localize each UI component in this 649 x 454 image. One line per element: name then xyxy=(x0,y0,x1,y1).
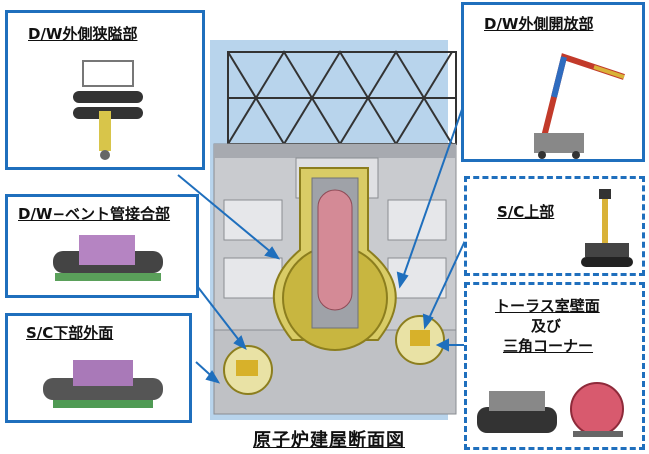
pointer-arrows xyxy=(177,97,471,384)
panel-dw-vent-joint: D/W−ベント管接合部 xyxy=(5,194,199,298)
label-sc-lower-outer: S/C下部外面 xyxy=(26,324,114,342)
panel-sc-upper: S/C上部 xyxy=(464,176,645,276)
robot-crawler-arm-icon xyxy=(73,60,143,160)
panel-dw-outer-narrow: D/W外側狭隘部 xyxy=(5,10,205,170)
label-dw-outer-narrow: D/W外側狭隘部 xyxy=(28,25,138,43)
panel-torus-wall: トーラス室壁面 及び 三角コーナー xyxy=(464,282,645,450)
panel-sc-lower-outer: S/C下部外面 xyxy=(5,313,192,423)
label-sc-upper: S/C上部 xyxy=(497,203,555,221)
robot-crawler-and-submersible-icon xyxy=(477,382,624,437)
label-torus-wall-line2: 及び xyxy=(531,317,562,335)
label-dw-outer-open: D/W外側開放部 xyxy=(484,15,594,33)
robot-mast-vehicle-icon xyxy=(581,189,633,267)
pressure-vessel xyxy=(317,189,353,311)
label-torus-wall-line3: 三角コーナー xyxy=(503,337,594,355)
robot-crawler-icon xyxy=(43,360,163,408)
figure-caption: 原子炉建屋断面図 xyxy=(253,430,405,451)
label-dw-vent-joint: D/W−ベント管接合部 xyxy=(18,205,171,223)
label-torus-wall-line1: トーラス室壁面 xyxy=(495,297,600,315)
robot-arm-manipulator-icon xyxy=(534,53,625,159)
panel-dw-outer-open: D/W外側開放部 xyxy=(461,2,645,162)
robot-tracked-vehicle-icon xyxy=(53,235,163,281)
